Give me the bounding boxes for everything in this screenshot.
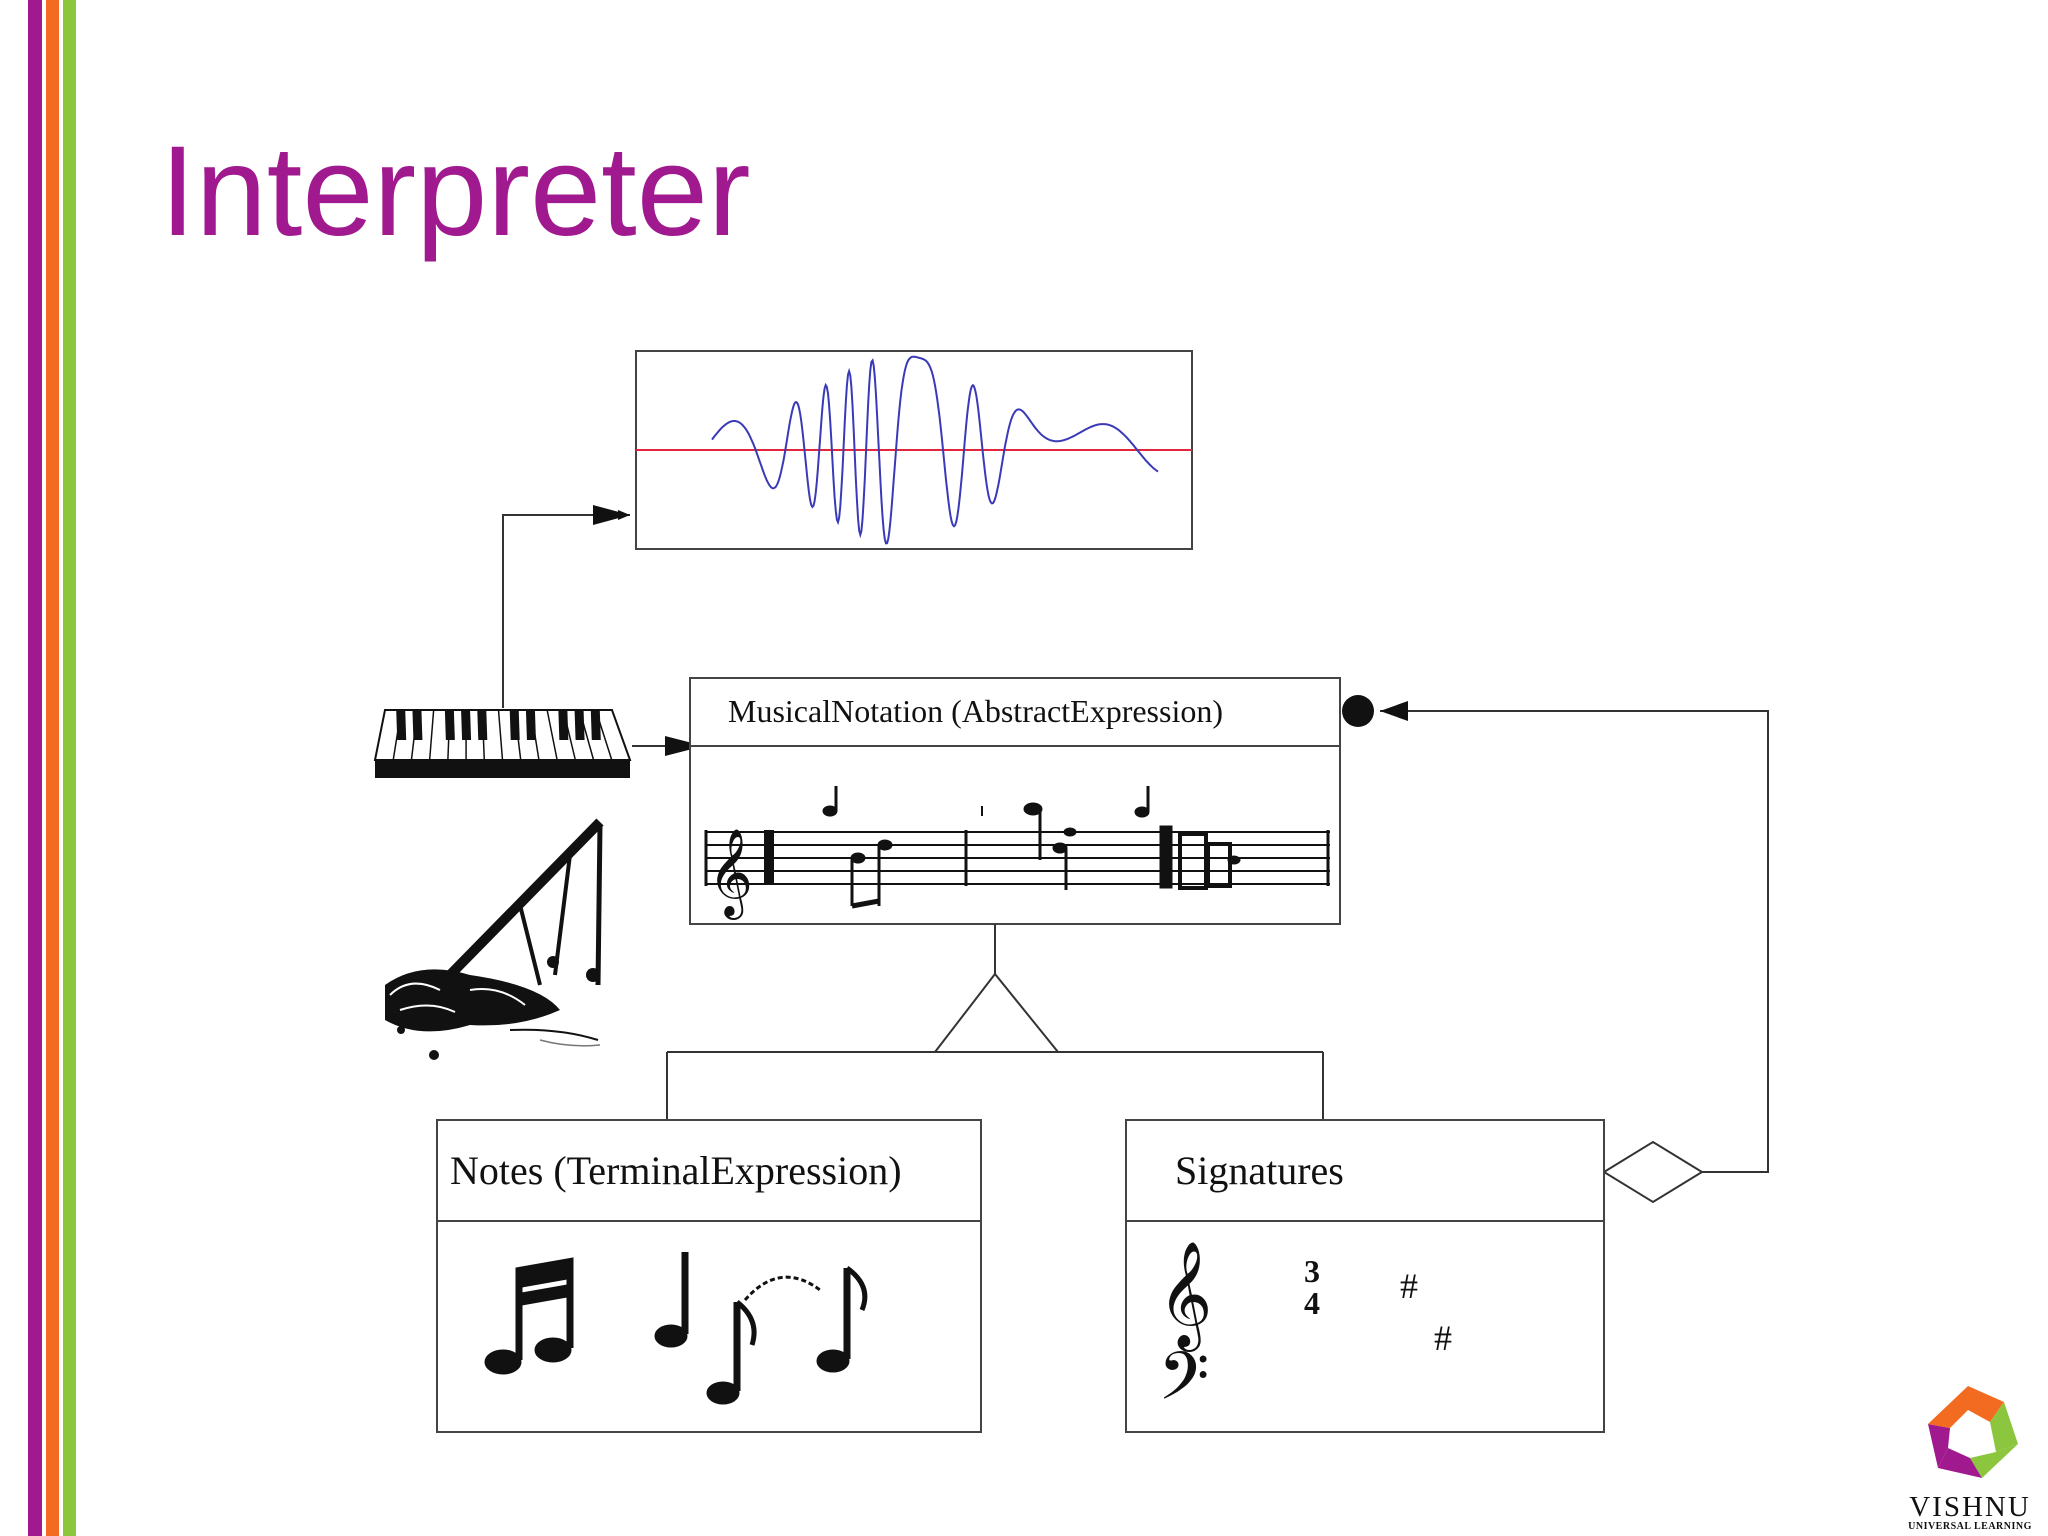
keyboard-black-key <box>590 710 601 740</box>
keyboard-icon <box>373 709 632 778</box>
music-note-icon <box>706 1300 757 1405</box>
terminal-expression-box: Notes (TerminalExpression) <box>436 1119 982 1433</box>
keyboard-black-key <box>509 710 520 740</box>
tie-arc <box>743 1275 821 1301</box>
abstract-box-title: MusicalNotation (AbstractExpression) <box>728 693 1223 729</box>
vishnu-logo-icon <box>1928 1386 2018 1478</box>
keyboard-key-divider <box>497 709 504 761</box>
stripe-orange <box>46 0 59 1536</box>
waveform-signal <box>711 355 1159 545</box>
staff-treble-clef-icon: 𝄞 <box>708 827 753 920</box>
sharp-upper: # <box>1400 1266 1418 1306</box>
signatures-box: Signatures 𝄞 𝄢 3 4 # # <box>1125 1119 1605 1433</box>
music-note-icon <box>654 1252 689 1348</box>
terminal-box-title: Notes (TerminalExpression) <box>450 1148 902 1193</box>
waveform-display <box>635 350 1193 550</box>
vishnu-logo: VISHNU UNIVERSAL LEARNING <box>1906 1382 2034 1532</box>
inheritance-connector <box>666 924 1324 1120</box>
music-staff: 𝄞 <box>704 786 1330 920</box>
keyboard-key-divider <box>546 709 558 761</box>
keyboard-key-divider <box>428 709 435 761</box>
music-note-icon <box>484 1257 574 1375</box>
keyboard-black-key <box>444 710 455 740</box>
bagpipe-icon <box>385 818 604 1060</box>
stripe-green <box>63 0 76 1536</box>
keyboard-black-key <box>525 710 536 740</box>
time-signature-top: 3 <box>1304 1253 1320 1289</box>
logo-tagline: UNIVERSAL LEARNING <box>1908 1521 2032 1532</box>
logo-name: VISHNU <box>1909 1491 2031 1523</box>
time-signature-bottom: 4 <box>1304 1285 1320 1321</box>
keyboard-black-key <box>461 710 472 740</box>
keyboard-black-key <box>558 710 569 740</box>
signatures-box-title: Signatures <box>1175 1148 1344 1193</box>
keyboard-black-key <box>412 710 423 740</box>
stripe-purple <box>28 0 42 1536</box>
sharp-lower: # <box>1434 1318 1452 1358</box>
slide-title: Interpreter <box>160 120 751 263</box>
bass-clef-icon: 𝄢 <box>1158 1338 1209 1431</box>
abstract-expression-box: MusicalNotation (AbstractExpression) 𝄞 <box>689 677 1341 925</box>
keyboard-to-waveform-arrow <box>502 510 630 708</box>
keyboard-black-key <box>574 710 585 740</box>
music-note-icon <box>816 1265 868 1373</box>
keyboard-black-key <box>477 710 488 740</box>
keyboard-black-key <box>396 710 407 740</box>
treble-clef-icon: 𝄞 <box>1158 1240 1212 1352</box>
aggregation-connector <box>1342 695 1769 1204</box>
